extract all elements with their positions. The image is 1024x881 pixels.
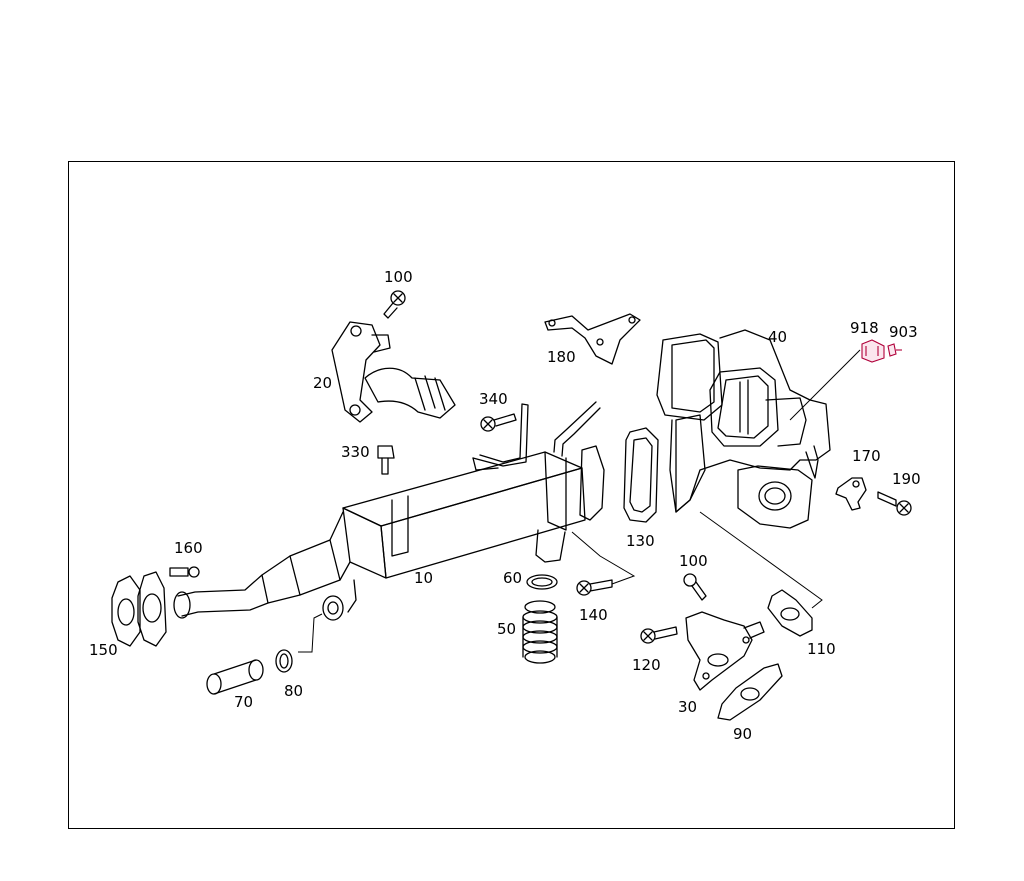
part-903-pin[interactable] xyxy=(887,343,902,357)
label-140[interactable]: 140 xyxy=(579,606,608,624)
part-10-egr-cooler[interactable] xyxy=(173,401,605,621)
label-170[interactable]: 170 xyxy=(852,447,881,465)
label-340[interactable]: 340 xyxy=(479,390,508,408)
label-100-top[interactable]: 100 xyxy=(384,268,413,286)
label-180[interactable]: 180 xyxy=(547,348,576,366)
label-330[interactable]: 330 xyxy=(341,443,370,461)
label-190[interactable]: 190 xyxy=(892,470,921,488)
part-80-seal-ring[interactable] xyxy=(275,649,293,673)
label-10[interactable]: 10 xyxy=(414,569,433,587)
part-labels: 100 20 180 40 918 903 340 330 130 170 19… xyxy=(89,268,921,743)
part-30-elbow[interactable] xyxy=(685,611,765,691)
label-70[interactable]: 70 xyxy=(234,693,253,711)
label-40[interactable]: 40 xyxy=(768,328,787,346)
part-110-gasket[interactable] xyxy=(767,589,813,637)
part-180-bracket[interactable] xyxy=(544,313,641,365)
part-60-seal-ring[interactable] xyxy=(526,574,558,590)
label-90[interactable]: 90 xyxy=(733,725,752,743)
part-40-egr-valve[interactable] xyxy=(656,329,861,529)
label-160[interactable]: 160 xyxy=(174,539,203,557)
label-150[interactable]: 150 xyxy=(89,641,118,659)
part-330-bolt[interactable] xyxy=(377,445,395,475)
part-120-bolt[interactable] xyxy=(640,626,678,644)
part-150b-flange[interactable] xyxy=(137,571,167,647)
label-100-bottom[interactable]: 100 xyxy=(679,552,708,570)
part-130-gasket[interactable] xyxy=(623,427,659,523)
part-70-pipe[interactable] xyxy=(206,659,264,695)
part-340-bolt[interactable] xyxy=(480,413,517,432)
label-130[interactable]: 130 xyxy=(626,532,655,550)
part-918-connector[interactable] xyxy=(861,339,885,363)
label-50[interactable]: 50 xyxy=(497,620,516,638)
part-20-pipe[interactable] xyxy=(331,321,456,423)
part-170-clip[interactable] xyxy=(835,477,867,511)
part-90-gasket[interactable] xyxy=(717,663,783,721)
part-100-bolt-top[interactable] xyxy=(383,290,406,319)
part-100-bolt-bottom[interactable] xyxy=(683,573,707,601)
label-903[interactable]: 903 xyxy=(889,323,918,341)
label-110[interactable]: 110 xyxy=(807,640,836,658)
part-140-bolt[interactable] xyxy=(576,579,613,596)
part-190-bolt[interactable] xyxy=(877,491,912,516)
diagram-frame xyxy=(68,161,955,829)
part-160-bolt[interactable] xyxy=(169,566,200,578)
label-30[interactable]: 30 xyxy=(678,698,697,716)
part-50-flexible-pipe[interactable] xyxy=(522,600,558,664)
label-60[interactable]: 60 xyxy=(503,569,522,587)
label-918[interactable]: 918 xyxy=(850,319,879,337)
label-20[interactable]: 20 xyxy=(313,374,332,392)
label-80[interactable]: 80 xyxy=(284,682,303,700)
leader-lines xyxy=(298,511,823,653)
label-120[interactable]: 120 xyxy=(632,656,661,674)
part-150-gasket[interactable] xyxy=(111,575,141,647)
